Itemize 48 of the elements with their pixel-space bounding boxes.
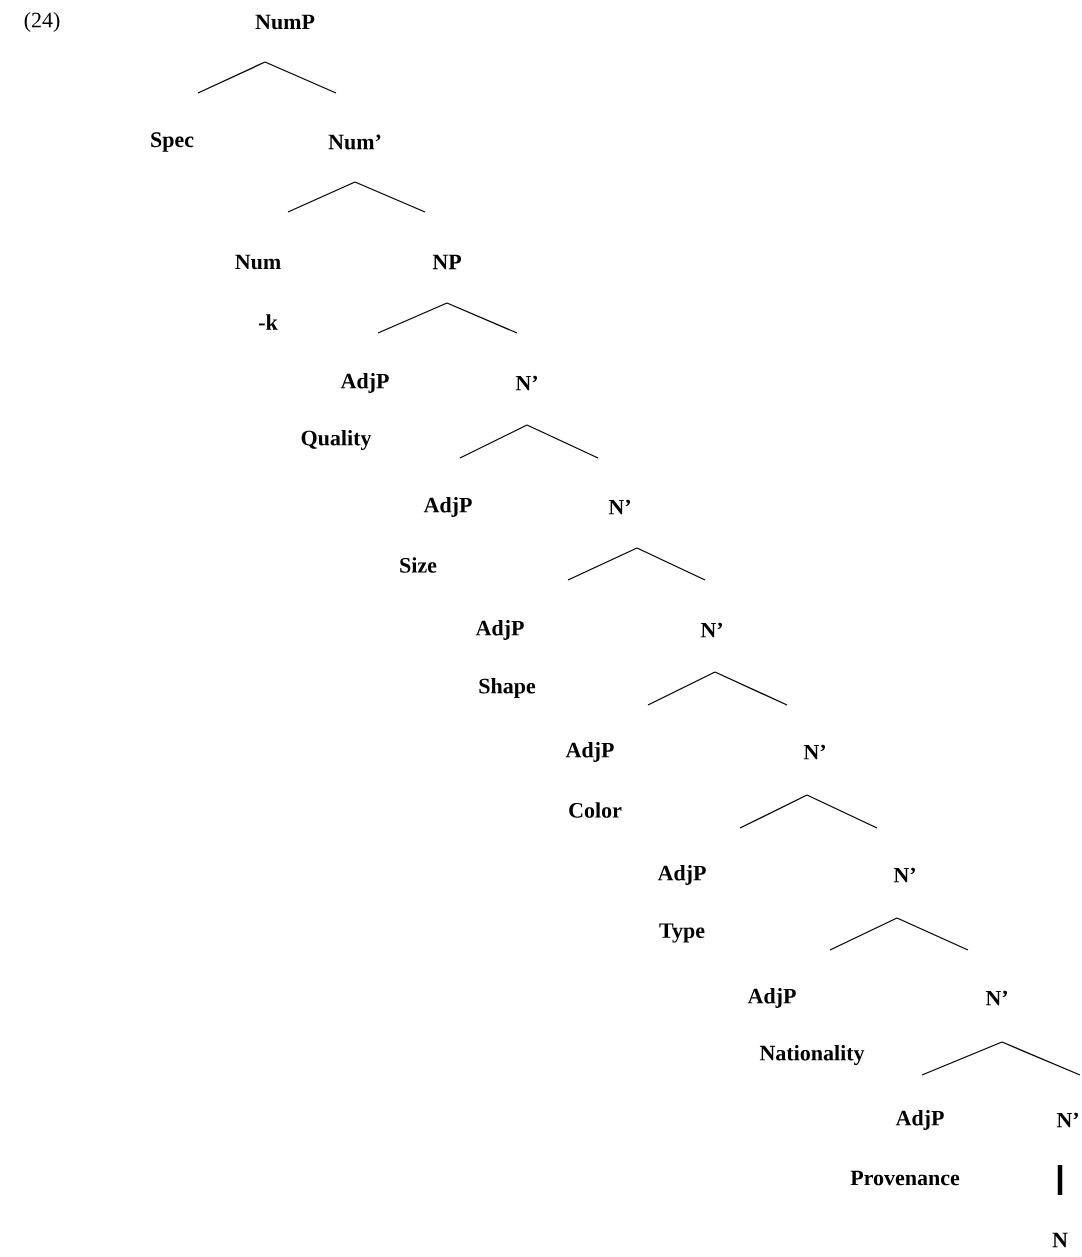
tree-label: Provenance: [850, 1170, 960, 1186]
branch-line: [829, 917, 898, 951]
tree-label: Num: [235, 254, 281, 270]
tree-label: AdjP: [423, 497, 472, 517]
tree-label: Spec: [151, 132, 194, 152]
branch-line: [459, 424, 528, 459]
tree-label: Size: [400, 557, 437, 573]
tree-label: N’: [515, 375, 538, 391]
tree-label: AdjP: [747, 988, 796, 1008]
tree-label: Color: [569, 802, 622, 818]
tree-label: AdjP: [340, 373, 389, 393]
tree-label: AdjP: [565, 742, 614, 762]
tree-label: N’: [608, 499, 631, 515]
branch-line: [921, 1041, 1003, 1076]
branch-line: [354, 181, 426, 213]
tree-label: Num’: [328, 134, 381, 150]
tree-label: AdjP: [895, 1110, 944, 1130]
branch-line: [1057, 1165, 1063, 1195]
branch-line: [287, 181, 356, 213]
branch-line: [377, 302, 448, 334]
branch-line: [526, 424, 599, 459]
tree-label: Quality: [301, 430, 372, 450]
branch-line: [739, 794, 808, 829]
tree-label: NP: [432, 254, 462, 270]
branch-line: [567, 547, 638, 581]
example-number: (24): [24, 12, 60, 32]
branch-line: [806, 794, 878, 829]
tree-label: Nationality: [759, 1045, 865, 1065]
tree-label: N’: [803, 744, 826, 760]
tree-label: N’: [700, 622, 723, 638]
branch-line: [446, 302, 518, 334]
tree-label: Shape: [479, 678, 536, 698]
tree-label: AdjP: [657, 865, 706, 885]
tree-label: -k: [259, 314, 278, 330]
branch-line: [896, 917, 969, 951]
branch-line: [264, 61, 337, 94]
tree-label: N: [1052, 1232, 1068, 1248]
branch-line: [647, 671, 716, 706]
branch-line: [197, 61, 266, 94]
tree-label: N’: [1056, 1112, 1079, 1128]
tree-label: N’: [985, 990, 1008, 1006]
tree-label: NumP: [255, 14, 315, 30]
tree-label: AdjP: [475, 620, 524, 640]
branch-line: [714, 671, 788, 706]
tree-label: Type: [659, 923, 705, 943]
branch-line: [636, 547, 706, 581]
tree-label: N’: [893, 867, 916, 883]
branch-line: [1001, 1041, 1081, 1076]
